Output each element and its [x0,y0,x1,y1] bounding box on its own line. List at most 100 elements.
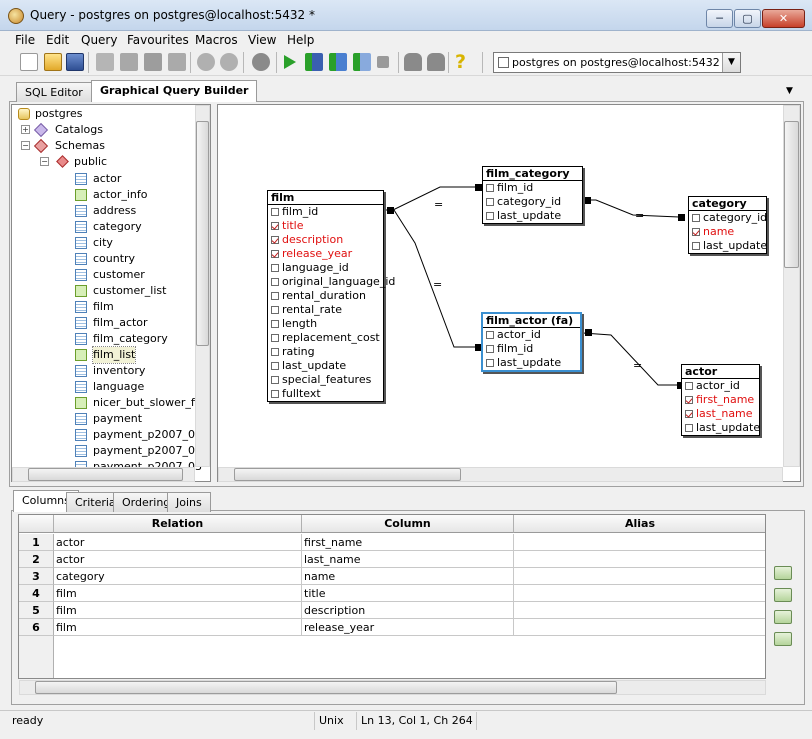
table-column[interactable]: last_update [689,239,766,253]
table-column[interactable]: last_update [483,209,582,223]
table-column[interactable]: length [268,317,383,331]
grid-cell-relation[interactable]: film [54,585,302,602]
table-column[interactable]: film_id [268,205,383,219]
clear-icon[interactable] [168,53,186,71]
expand-icon[interactable]: + [21,125,30,134]
menu-edit[interactable]: Edit [46,33,69,47]
stop-icon[interactable] [377,56,389,68]
explain-icon[interactable] [305,53,323,71]
grid-header-alias[interactable]: Alias [514,515,766,533]
join-operator[interactable]: = [433,278,442,291]
column-checkbox[interactable] [271,390,279,398]
table-column[interactable]: language_id [268,261,383,275]
table-column[interactable]: actor_id [483,328,580,342]
grid-row-number[interactable]: 2 [19,551,54,568]
column-checkbox[interactable] [271,334,279,342]
table-column[interactable]: last_update [268,359,383,373]
column-checkbox[interactable] [692,228,700,236]
undo-icon[interactable] [197,53,215,71]
column-checkbox[interactable] [486,212,494,220]
grid-row-number[interactable]: 5 [19,602,54,619]
tab-list-chevron-icon[interactable]: ▼ [786,86,793,96]
tree-item[interactable]: country [93,251,135,267]
connection-checkbox[interactable] [498,57,509,68]
diagram-hscroll-thumb[interactable] [234,468,461,481]
table-box-film-actor[interactable]: film_actor (fa)actor_idfilm_idlast_updat… [481,312,582,372]
column-checkbox[interactable] [685,410,693,418]
close-button[interactable]: ✕ [762,9,805,28]
grid-row-number[interactable]: 3 [19,568,54,585]
menu-macros[interactable]: Macros [195,33,238,47]
grid-cell-alias[interactable] [514,534,766,551]
tab-graphical-query-builder[interactable]: Graphical Query Builder [91,80,257,102]
table-column[interactable]: fulltext [268,387,383,401]
table-column[interactable]: release_year [268,247,383,261]
table-box-title[interactable]: film_category [483,167,582,181]
column-checkbox[interactable] [692,214,700,222]
move-bottom-icon[interactable] [774,632,792,646]
table-box-title[interactable]: category [689,197,766,211]
grid-header-column[interactable]: Column [302,515,514,533]
column-checkbox[interactable] [271,236,279,244]
table-box-actor[interactable]: actoractor_idfirst_namelast_namelast_upd… [681,364,760,436]
table-column[interactable]: actor_id [682,379,759,393]
menu-query[interactable]: Query [81,33,117,47]
column-checkbox[interactable] [271,292,279,300]
new-file-icon[interactable] [20,53,38,71]
commit-icon[interactable] [404,53,422,71]
table-column[interactable]: rental_duration [268,289,383,303]
open-folder-icon[interactable] [44,53,62,71]
tree-node-public[interactable]: public [74,154,107,170]
menu-help[interactable]: Help [287,33,314,47]
column-checkbox[interactable] [271,278,279,286]
grid-header-relation[interactable]: Relation [54,515,302,533]
column-checkbox[interactable] [271,208,279,216]
grid-cell-column[interactable]: first_name [302,534,514,551]
collapse-icon[interactable]: − [40,157,49,166]
grid-cell-alias[interactable] [514,585,766,602]
columns-grid[interactable]: Relation Column Alias 1actorfirst_name2a… [18,514,766,679]
grid-cell-alias[interactable] [514,568,766,585]
tree-item[interactable]: inventory [93,363,145,379]
find-icon[interactable] [252,53,270,71]
explain-analyze-icon[interactable] [353,53,371,71]
table-box-film[interactable]: filmfilm_idtitledescriptionrelease_yearl… [267,190,384,402]
redo-icon[interactable] [220,53,238,71]
column-checkbox[interactable] [271,306,279,314]
grid-row-number[interactable]: 1 [19,534,54,551]
grid-cell-column[interactable]: name [302,568,514,585]
table-column[interactable]: rental_rate [268,303,383,317]
table-column[interactable]: film_id [483,342,580,356]
tree-vscroll-thumb[interactable] [196,121,209,346]
join-operator[interactable]: = [635,209,644,222]
grid-cell-column[interactable]: title [302,585,514,602]
tree-item[interactable]: payment [93,411,142,427]
column-checkbox[interactable] [271,320,279,328]
column-checkbox[interactable] [271,348,279,356]
column-checkbox[interactable] [271,376,279,384]
tree-node-catalogs[interactable]: Catalogs [55,122,103,138]
column-checkbox[interactable] [692,242,700,250]
column-checkbox[interactable] [486,345,494,353]
column-checkbox[interactable] [486,331,494,339]
query-diagram-canvas[interactable]: = = = = filmfilm_idtitledescriptionrelea… [217,104,801,482]
table-column[interactable]: category_id [483,195,582,209]
column-checkbox[interactable] [486,184,494,192]
grid-cell-column[interactable]: description [302,602,514,619]
grid-cell-alias[interactable] [514,619,766,636]
cut-icon[interactable] [96,53,114,71]
move-up-icon[interactable] [774,588,792,602]
join-operator[interactable]: = [434,198,443,211]
grid-cell-relation[interactable]: film [54,619,302,636]
tree-hscroll-thumb[interactable] [28,468,183,481]
grid-hscroll-thumb[interactable] [35,681,617,694]
table-column[interactable]: name [689,225,766,239]
tab-sql-editor[interactable]: SQL Editor [16,82,92,102]
menu-file[interactable]: File [15,33,35,47]
table-column[interactable]: last_update [483,356,580,370]
tree-item[interactable]: actor [93,171,121,187]
tree-item[interactable]: film_actor [93,315,148,331]
column-checkbox[interactable] [271,264,279,272]
move-top-icon[interactable] [774,566,792,580]
object-tree[interactable]: postgres + Catalogs − Schemas − public a… [11,104,211,482]
